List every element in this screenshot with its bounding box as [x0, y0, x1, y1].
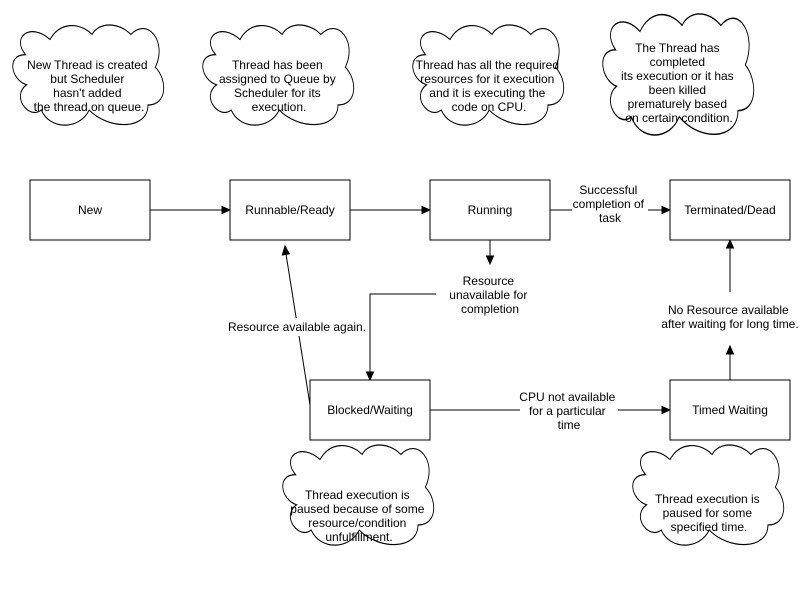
state-running: Running — [429, 179, 551, 241]
svg-text:Successful completion of: Successful completion of task — [573, 183, 648, 225]
state-blocked-waiting: Blocked/Waiting — [309, 379, 431, 441]
note-new: New Thread is created but Scheduler hasn… — [12, 24, 165, 126]
note-timed-waiting-text: Thread execution is paused for some spec… — [655, 492, 763, 534]
svg-text:Resource unavailable for: Resource unavailable for completion — [449, 274, 530, 316]
svg-text:CPU not available for a: CPU not available for a particular time — [519, 390, 618, 432]
svg-text:Blocked/Waiting: Blocked/Waiting — [327, 403, 413, 417]
note-new-text: New Thread is created but Scheduler hasn… — [27, 58, 151, 114]
note-terminated: The Thread has completed its execution o… — [602, 13, 755, 136]
edge-runnable-to-running — [350, 205, 432, 215]
label-resource-unavailable: Resource unavailable for completion — [449, 274, 530, 316]
state-runnable-ready: Runnable/Ready — [229, 179, 351, 241]
edge-new-to-runnable — [150, 205, 232, 215]
svg-text:Terminated/Dead: Terminated/Dead — [684, 203, 775, 217]
edge-timed-waiting-to-terminated — [725, 238, 735, 380]
note-running: Thread has all the required resources fo… — [412, 24, 565, 126]
note-terminated-text: The Thread has completed its execution o… — [621, 41, 737, 125]
edge-running-to-blocked — [365, 240, 495, 382]
state-timed-waiting: Timed Waiting — [669, 379, 791, 441]
svg-text:No Resource available af: No Resource available after waiting for … — [661, 303, 798, 331]
note-blocked-text: Thread execution is paused because of so… — [290, 488, 427, 544]
svg-text:Resource available again.: Resource available again. — [228, 320, 366, 334]
svg-text:Running: Running — [468, 203, 513, 217]
note-runnable-text: Thread has been assigned to Queue by Sch… — [219, 58, 339, 114]
label-successful-completion: Successful completion of task — [572, 181, 648, 227]
svg-text:Timed Waiting: Timed Waiting — [692, 403, 768, 417]
note-running-text: Thread has all the required resources fo… — [416, 58, 563, 114]
label-resource-available-again: Resource available again. — [228, 318, 366, 336]
svg-text:Runnable/Ready: Runnable/Ready — [245, 203, 334, 217]
svg-text:New: New — [78, 203, 102, 217]
note-runnable: Thread has been assigned to Queue by Sch… — [202, 24, 355, 126]
label-no-resource-available: No Resource available after waiting for … — [661, 303, 798, 331]
note-timed-waiting: Thread execution is paused for some spec… — [632, 444, 785, 546]
state-terminated-dead: Terminated/Dead — [669, 179, 791, 241]
note-blocked: Thread execution is paused because of so… — [282, 444, 435, 546]
label-cpu-not-available: CPU not available for a particular time — [519, 388, 618, 434]
state-new: New — [29, 179, 151, 241]
